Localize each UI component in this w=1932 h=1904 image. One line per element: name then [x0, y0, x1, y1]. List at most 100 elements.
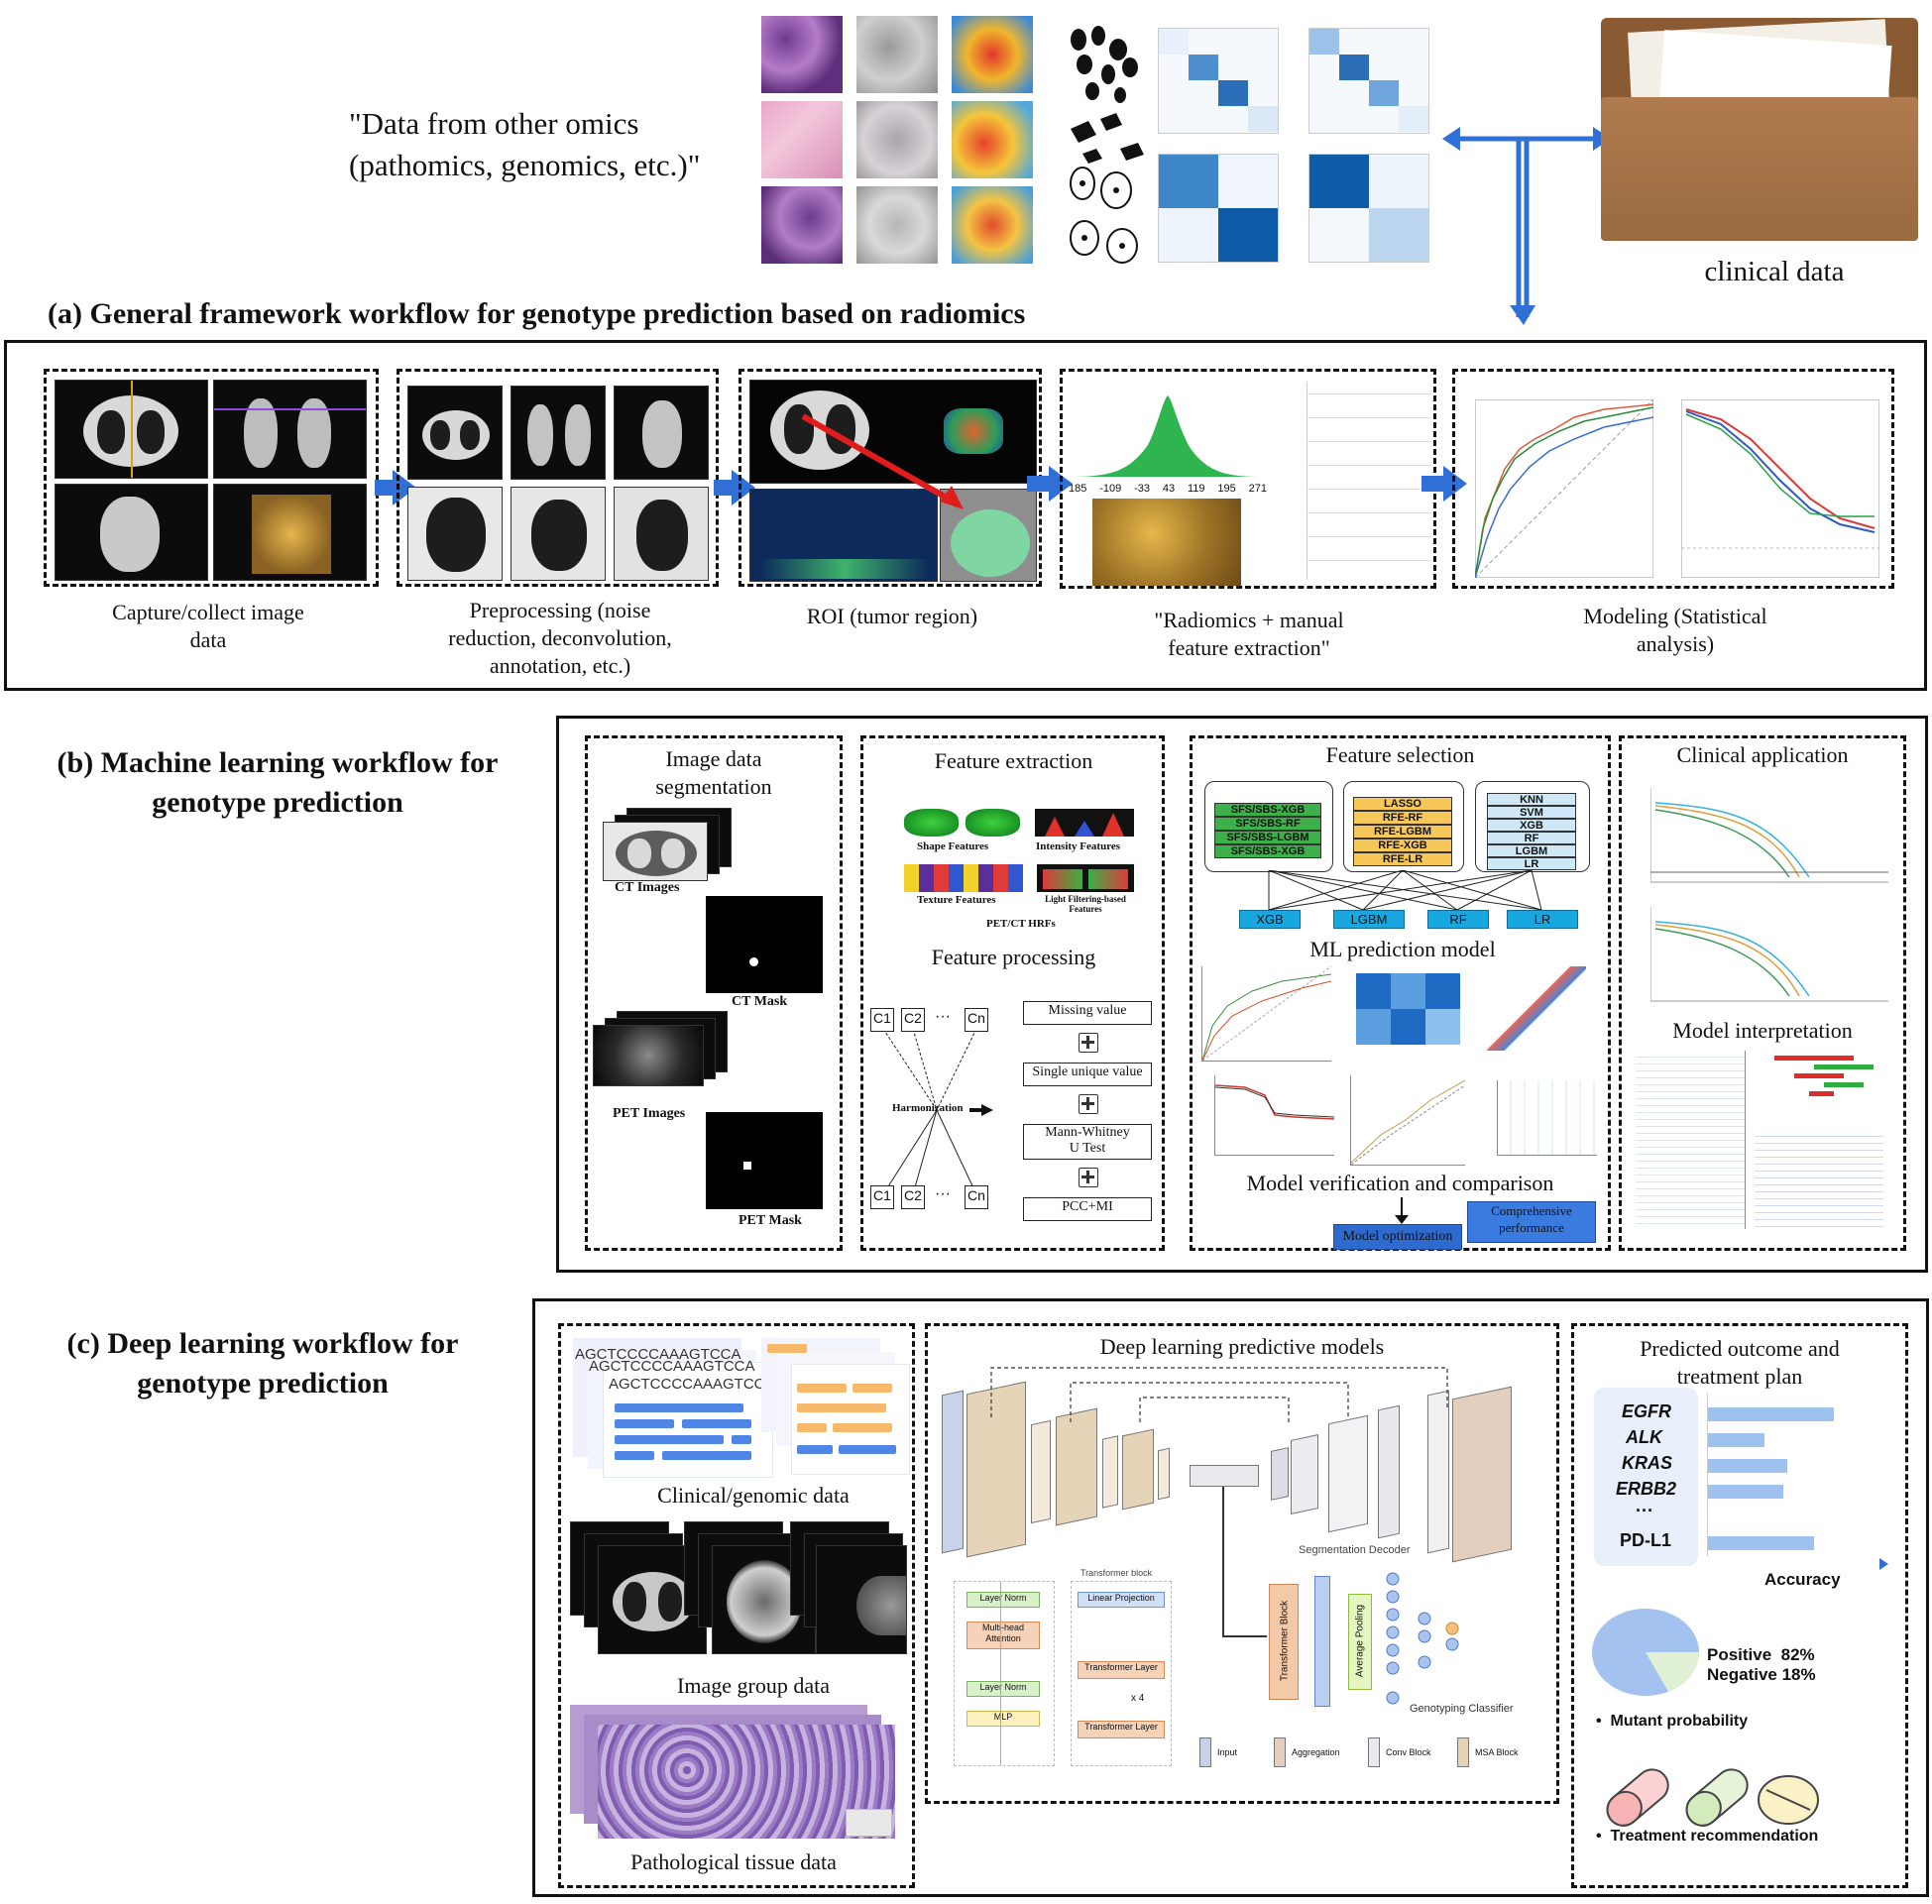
modeling-step-box — [1452, 369, 1894, 589]
input-block — [942, 1390, 964, 1554]
msa-block-1 — [1271, 1447, 1289, 1501]
modeling-caption: Modeling (Statistical analysis) — [1583, 604, 1767, 656]
tblock-mlp: MLP — [966, 1711, 1040, 1727]
tblock-mha: Multi-head Attention — [966, 1622, 1040, 1649]
dna-seq-1: AGCTCCCCAAAGTCCA — [575, 1346, 741, 1363]
gene-erbb2: ERBB2 — [1616, 1479, 1677, 1499]
dl-models-title: Deep learning predictive models — [1099, 1334, 1385, 1359]
legend-conv-block: Conv Block — [1386, 1747, 1431, 1757]
clinical-application-title: Clinical application — [1676, 742, 1849, 767]
survival-curve-plot — [1681, 399, 1879, 578]
fs-group2-item-2: RFE-RF — [1353, 811, 1452, 825]
genotyping-classifier-label: Genotyping Classifier — [1410, 1703, 1514, 1715]
fp-step-pcc-mi: PCC+MI — [1023, 1197, 1152, 1221]
texture-features-icon — [904, 864, 1023, 892]
clinical-application-box — [1619, 735, 1906, 1251]
gene-ellipsis: ··· — [1636, 1501, 1653, 1520]
verification-title: Model verification and comparison — [1246, 1171, 1554, 1195]
accuracy-bar-alk — [1707, 1433, 1764, 1447]
accuracy-axis — [1707, 1393, 1708, 1556]
accuracy-arrow-icon — [1879, 1558, 1888, 1570]
inputs-box — [558, 1323, 915, 1888]
clinical-folder-icon — [1601, 18, 1918, 241]
clinical-data-label: clinical data — [1704, 256, 1845, 287]
model-tag-lr: LR — [1507, 910, 1578, 929]
conv-block-4 — [1102, 1435, 1118, 1509]
panel-c — [532, 1298, 1929, 1897]
model-tag-lgbm: LGBM — [1333, 910, 1405, 929]
fs-group3-item-4: RF — [1487, 832, 1576, 844]
transformer-detail-left: Layer Norm Multi-head Attention Layer No… — [954, 1581, 1055, 1766]
conv-block-6 — [1158, 1447, 1170, 1501]
fp-node-c1-top: C1 — [870, 1008, 894, 1032]
fs-group1-item-1: SFS/SBS-XGB — [1214, 803, 1321, 817]
image-group-stack — [570, 1521, 907, 1660]
classifier-branch-line — [1222, 1487, 1224, 1635]
negative-label: Negative 18% — [1707, 1665, 1816, 1684]
ml-dca-plot — [1497, 1080, 1597, 1156]
pet-images-label: PET Images — [613, 1106, 686, 1121]
pet-mask-label: PET Mask — [739, 1213, 802, 1228]
accuracy-bar-pdl1 — [1707, 1536, 1814, 1550]
treatment-recommendation-label: • Treatment recommendation — [1596, 1828, 1819, 1845]
verification-arrow-icon — [1401, 1197, 1403, 1217]
fs-connections — [1268, 870, 1542, 911]
bottleneck-block — [1190, 1465, 1259, 1487]
classifier-neurons — [1386, 1572, 1459, 1705]
transformer-block-bar — [1269, 1584, 1299, 1700]
msa-block-4 — [1378, 1404, 1400, 1539]
filter-features-label: Light Filtering-based Features — [1045, 894, 1126, 914]
accuracy-label: Accuracy — [1764, 1570, 1841, 1589]
harmonization-label: Harmonization — [892, 1102, 964, 1114]
fs-group3-item-1: KNN — [1487, 793, 1576, 806]
fs-group1-item-3: SFS/SBS-LGBM — [1214, 831, 1321, 844]
panel-a-title: (a) General framework workflow for genot… — [48, 297, 1026, 330]
gene-kras: KRAS — [1622, 1453, 1673, 1473]
fs-group2-item-1: LASSO — [1353, 797, 1452, 811]
pathomics-tiles — [761, 16, 1034, 264]
gene-alk: ALK — [1626, 1427, 1662, 1447]
dna-seq-3: AGCTCCCCAAAGTCCA — [609, 1376, 775, 1393]
mutation-pie — [1592, 1609, 1699, 1696]
fp-node-c2-top: C2 — [901, 1008, 925, 1032]
fs-group1-item-2: SFS/SBS-RF — [1214, 817, 1321, 831]
fs-group3-item-3: XGB — [1487, 819, 1576, 832]
accuracy-bar-erbb2 — [1707, 1485, 1783, 1499]
msa-block-2 — [1291, 1434, 1318, 1514]
tblock-layer-norm-1: Layer Norm — [966, 1592, 1040, 1608]
harmonization-arrow-shaft — [969, 1108, 983, 1112]
tblock-layer-norm-2: Layer Norm — [966, 1681, 1040, 1697]
omics-quote: "Data from other omics (pathomics, genom… — [349, 106, 701, 182]
gene-pdl1: PD-L1 — [1620, 1530, 1672, 1550]
ml-calibration-plot — [1214, 1075, 1335, 1156]
roi-pointer-arrow-icon — [801, 413, 964, 509]
image-group-label: Image group data — [677, 1673, 830, 1698]
genomic-data-card: AGCTCCCCAAAGTCCA AGCTCCCCAAAGTCCA AGCTCC… — [573, 1338, 910, 1478]
fs-group2-item-4: RFE-XGB — [1353, 839, 1452, 852]
pet-mask — [706, 1112, 823, 1209]
ml-correlation-plot — [1487, 966, 1586, 1051]
model-tag-xgb: XGB — [1239, 910, 1301, 929]
fs-group1-item-4: SFS/SBS-XGB — [1214, 844, 1321, 858]
capture-caption: Capture/collect image data — [112, 600, 304, 652]
ct-mask-label: CT Mask — [732, 994, 788, 1009]
average-pooling-label: Average Pooling — [1354, 1604, 1366, 1678]
legend-msa-block: MSA Block — [1475, 1747, 1519, 1757]
model-optimization-box: Model optimization — [1333, 1224, 1462, 1250]
fp-node-cn-bottom: Cn — [965, 1185, 988, 1209]
shape-features-label: Shape Features — [917, 840, 989, 852]
ml-model-title: ML prediction model — [1309, 937, 1496, 961]
harmonization-arrow-icon — [981, 1104, 993, 1116]
segmentation-title: Image data segmentation — [655, 746, 772, 799]
tblock2-layer-1: Transformer Layer — [1078, 1661, 1165, 1679]
clinical-curves-2 — [1650, 907, 1888, 1002]
feature-extraction-box — [860, 735, 1165, 1251]
cell-shapes-icon — [1070, 26, 1144, 264]
arrow-a2-shaft — [714, 480, 734, 496]
tblock2-repeat: x 4 — [1131, 1693, 1145, 1704]
pills-icon — [1606, 1768, 1819, 1827]
classifier-branch-horizontal — [1222, 1635, 1267, 1637]
arrow-a3-shaft — [1027, 476, 1051, 492]
ct-image-stack — [603, 808, 732, 882]
panel-b-title: (b) Machine learning workflow for genoty… — [57, 746, 499, 819]
